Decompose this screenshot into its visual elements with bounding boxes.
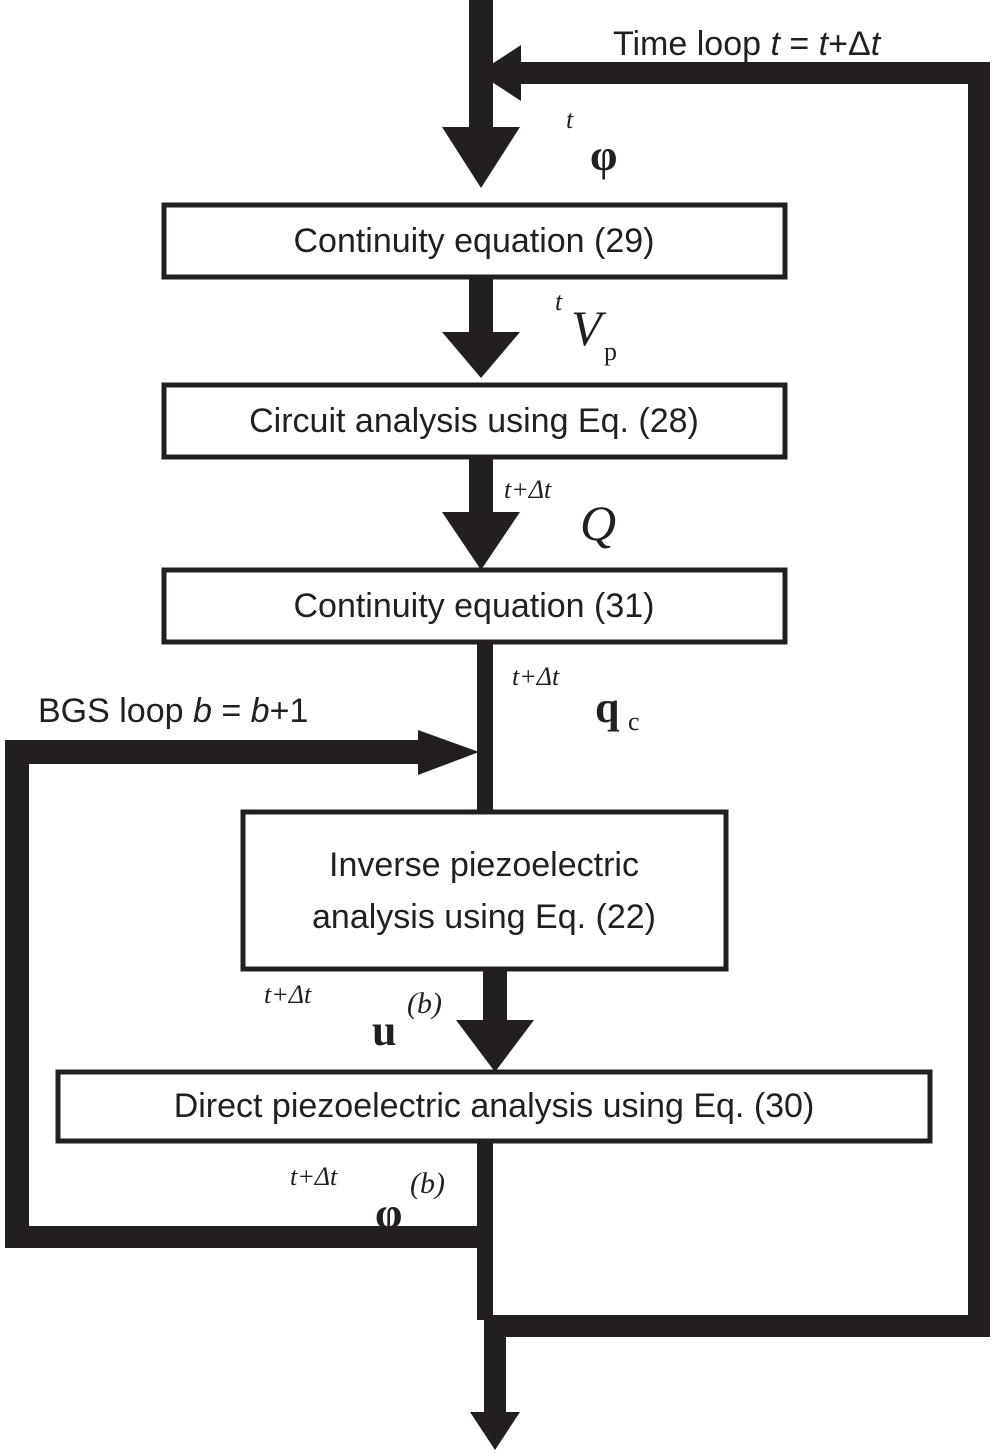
loop-label-layer: Time loop t = t+Δt BGS loop b = b+1 bbox=[38, 25, 882, 730]
box-circuit-28[interactable] bbox=[161, 382, 788, 460]
box-circuit-28-label: Circuit analysis using Eq. (28) bbox=[249, 402, 699, 440]
box-inverse-22[interactable] bbox=[240, 809, 729, 972]
time-loop-delta: Δ bbox=[848, 25, 871, 63]
edge-symbol-u-tdt-b-sup: (b) bbox=[407, 987, 442, 1020]
bgs-loop-var1: b bbox=[193, 692, 212, 730]
time-loop-lead: Time loop bbox=[613, 25, 770, 63]
box-inverse-22-label-line2: analysis using Eq. (22) bbox=[312, 898, 656, 936]
stem-continuity31-to-inverse22 bbox=[477, 638, 493, 814]
time-loop-var3: t bbox=[871, 25, 882, 63]
edge-symbol-u-tdt-b: t+Δt u (b) bbox=[264, 980, 442, 1055]
time-loop-right-rail bbox=[968, 62, 990, 1337]
bgs-loop-label: BGS loop b = b+1 bbox=[38, 692, 308, 730]
edge-symbol-u-tdt-b-presup: t+Δt bbox=[264, 980, 312, 1009]
box-direct-30-label: Direct piezoelectric analysis using Eq. … bbox=[174, 1087, 815, 1125]
time-loop-var1: t bbox=[770, 25, 781, 63]
bgs-loop-num: 1 bbox=[289, 692, 308, 730]
box-inverse-22-label-line1: Inverse piezoelectric bbox=[329, 846, 639, 884]
edge-symbol-phi-t: t φ bbox=[566, 105, 617, 180]
edge-symbol-layer: t φ t V p t+Δt Q t+Δt q c t+Δt bbox=[264, 105, 640, 1238]
box-direct-30[interactable] bbox=[55, 1069, 933, 1144]
bgs-loop-var2: b bbox=[251, 692, 270, 730]
edge-symbol-vp-t-sub: p bbox=[604, 337, 617, 366]
bgs-loop-eq: = bbox=[212, 692, 251, 730]
edge-symbol-phi-tdt-b: t+Δt φ (b) bbox=[290, 1162, 445, 1238]
edge-symbol-phi-t-main: φ bbox=[590, 131, 617, 180]
time-loop-bottom-rail bbox=[484, 1315, 990, 1337]
edge-symbol-u-tdt-b-main: u bbox=[372, 1006, 396, 1055]
time-loop-label: Time loop t = t+Δt bbox=[613, 25, 882, 63]
box-continuity-29[interactable] bbox=[161, 202, 788, 280]
edge-symbol-qc-tdt-main: q bbox=[595, 683, 620, 732]
edge-symbol-phi-tdt-b-presup: t+Δt bbox=[290, 1162, 338, 1191]
bgs-loop-bottom-rail bbox=[5, 1226, 485, 1248]
arrow-circuit28-to-continuity31 bbox=[442, 456, 520, 570]
arrow-continuity29-to-circuit28 bbox=[442, 276, 520, 378]
stem-direct30-down bbox=[477, 1140, 493, 1320]
box-continuity-31-label: Continuity equation (31) bbox=[293, 587, 654, 625]
bgs-loop-lead: BGS loop bbox=[38, 692, 193, 730]
arrow-entry-top bbox=[442, 0, 520, 188]
connector-layer bbox=[5, 0, 990, 1450]
edge-symbol-q-tdt: t+Δt Q bbox=[504, 475, 616, 551]
edge-symbol-phi-t-presup: t bbox=[566, 105, 574, 134]
edge-symbol-q-tdt-main: Q bbox=[580, 495, 616, 551]
arrow-bgs-loop-return bbox=[5, 730, 479, 775]
time-loop-plus: + bbox=[828, 25, 848, 63]
edge-symbol-qc-tdt-sub: c bbox=[628, 707, 640, 736]
arrow-inverse22-to-direct30 bbox=[456, 966, 534, 1072]
bgs-loop-plus: + bbox=[270, 692, 290, 730]
edge-symbol-phi-tdt-b-sup: (b) bbox=[410, 1167, 445, 1200]
edge-symbol-vp-t: t V p bbox=[555, 287, 617, 366]
box-layer: Continuity equation (29) Circuit analysi… bbox=[55, 202, 933, 1144]
box-continuity-29-label: Continuity equation (29) bbox=[293, 222, 654, 260]
edge-symbol-vp-t-main: V bbox=[571, 300, 607, 356]
box-continuity-31[interactable] bbox=[161, 567, 788, 645]
arrow-time-loop-return bbox=[478, 45, 974, 101]
time-loop-var2: t bbox=[819, 25, 830, 63]
bgs-loop-left-rail bbox=[5, 740, 29, 1248]
time-loop-eq: = bbox=[780, 25, 819, 63]
edge-symbol-phi-tdt-b-main: φ bbox=[375, 1189, 402, 1238]
edge-symbol-qc-tdt-presup: t+Δt bbox=[512, 662, 560, 691]
edge-symbol-vp-t-presup: t bbox=[555, 287, 563, 316]
edge-symbol-qc-tdt: t+Δt q c bbox=[512, 662, 640, 736]
arrow-exit-bottom bbox=[470, 1315, 520, 1450]
edge-symbol-q-tdt-presup: t+Δt bbox=[504, 475, 552, 504]
